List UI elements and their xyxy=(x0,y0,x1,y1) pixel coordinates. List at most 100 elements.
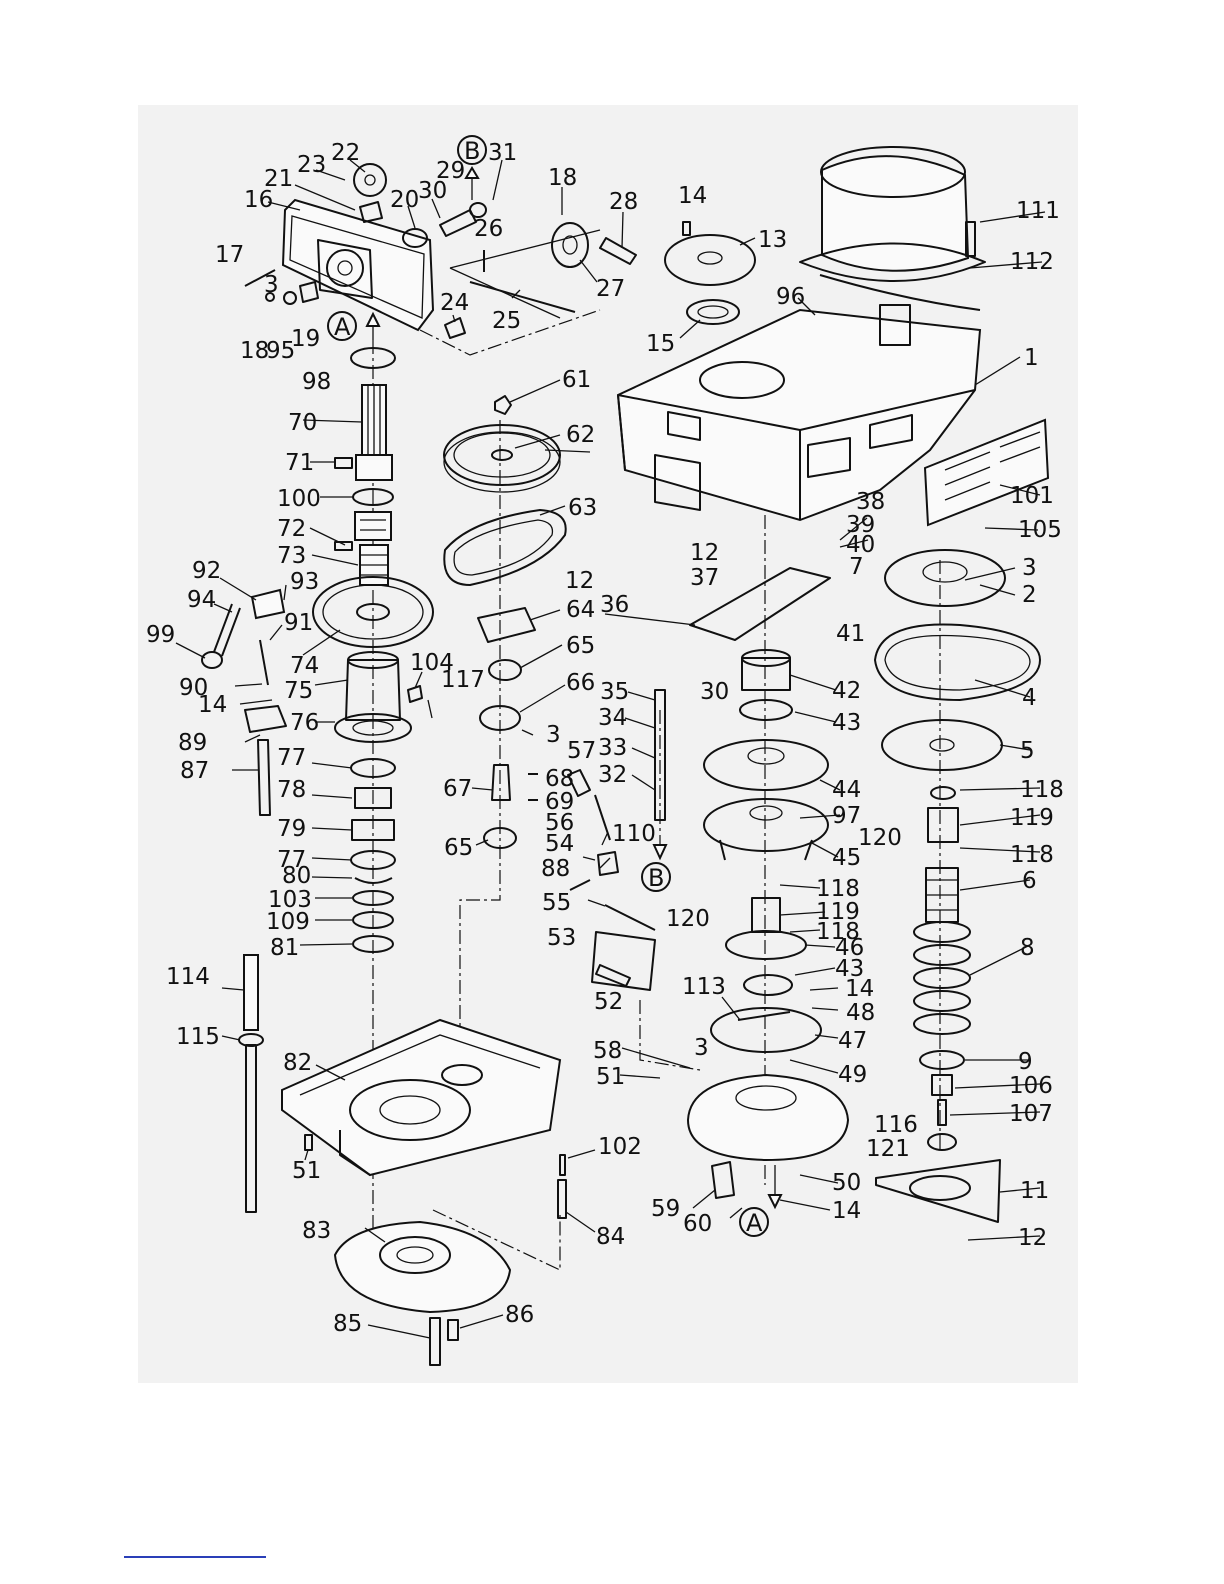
callout-59: 59 xyxy=(651,1196,680,1222)
callout-103: 103 xyxy=(268,887,312,913)
drawing-background xyxy=(138,105,1078,1383)
callout-37: 37 xyxy=(690,565,719,591)
callout-56: 56 xyxy=(545,810,574,836)
plate-13-bearing-15 xyxy=(664,221,756,325)
callout-39: 39 xyxy=(846,512,875,538)
callout-34: 34 xyxy=(598,705,627,731)
callout-35: 35 xyxy=(600,679,629,705)
spring-8 xyxy=(875,921,1001,1223)
callout-65: 65 xyxy=(444,835,473,861)
footer-rule xyxy=(124,1556,266,1558)
callout-95: 95 xyxy=(266,338,295,364)
callout-83: 83 xyxy=(302,1218,331,1244)
callout-1: 1 xyxy=(1024,345,1039,371)
middle-pulley-column xyxy=(443,395,567,849)
callout-30: 30 xyxy=(700,679,729,705)
callout-3: 3 xyxy=(694,1035,709,1061)
callout-12: 12 xyxy=(1018,1225,1047,1251)
callout-14: 14 xyxy=(832,1198,861,1224)
callout-42: 42 xyxy=(832,678,861,704)
callout-74: 74 xyxy=(290,653,319,679)
callout-48: 48 xyxy=(846,1000,875,1026)
callout-118: 118 xyxy=(816,876,860,902)
callout-16: 16 xyxy=(244,187,273,213)
callout-119: 119 xyxy=(1010,805,1054,831)
callout-120: 120 xyxy=(666,906,710,932)
callout-9: 9 xyxy=(1018,1049,1033,1075)
callout-17: 17 xyxy=(215,242,244,268)
callout-43: 43 xyxy=(832,710,861,736)
motor xyxy=(799,146,986,346)
callout-46: 46 xyxy=(835,935,864,961)
callout-49: 49 xyxy=(838,1062,867,1088)
callout-117: 117 xyxy=(441,667,485,693)
callout-79: 79 xyxy=(277,816,306,842)
callout-60: 60 xyxy=(683,1211,712,1237)
callout-118: 118 xyxy=(1010,842,1054,868)
callout-36: 36 xyxy=(600,592,629,618)
callout-61: 61 xyxy=(562,367,591,393)
callout-3: 3 xyxy=(264,272,279,298)
callout-6: 6 xyxy=(1022,868,1037,894)
callout-87: 87 xyxy=(180,758,209,784)
callout-70: 70 xyxy=(288,410,317,436)
callout-18: 18 xyxy=(548,165,577,191)
callout-19: 19 xyxy=(291,326,320,352)
callout-43: 43 xyxy=(835,956,864,982)
callout-92: 92 xyxy=(192,558,221,584)
callout-64: 64 xyxy=(566,597,595,623)
callout-52: 52 xyxy=(594,989,623,1015)
callout-22: 22 xyxy=(331,140,360,166)
gear-22 xyxy=(353,163,387,223)
callout-118: 118 xyxy=(1020,777,1064,803)
leader-lines xyxy=(175,159,1046,1339)
callout-115: 115 xyxy=(176,1024,220,1050)
callout-85: 85 xyxy=(333,1311,362,1337)
callout-7: 7 xyxy=(849,554,864,580)
callout-14: 14 xyxy=(198,692,227,718)
callout-4: 4 xyxy=(1022,685,1037,711)
callout-102: 102 xyxy=(598,1134,642,1160)
callout-93: 93 xyxy=(290,569,319,595)
callout-68: 68 xyxy=(545,766,574,792)
callout-21: 21 xyxy=(264,166,293,192)
base-plate-82 xyxy=(281,1018,562,1177)
callout-109: 109 xyxy=(266,909,310,935)
reference-letter-a-top: A xyxy=(334,313,351,341)
callout-101: 101 xyxy=(1010,483,1054,509)
callout-20: 20 xyxy=(390,187,419,213)
callout-94: 94 xyxy=(187,587,216,613)
callout-58: 58 xyxy=(593,1038,622,1064)
spindle-stack xyxy=(312,347,434,953)
callout-90: 90 xyxy=(179,675,208,701)
callout-55: 55 xyxy=(542,890,571,916)
callout-31: 31 xyxy=(488,140,517,166)
callout-33: 33 xyxy=(598,735,627,761)
rack-114-115 xyxy=(238,954,264,1213)
shifter-52-57 xyxy=(567,689,671,991)
callout-51: 51 xyxy=(596,1064,625,1090)
callout-5: 5 xyxy=(1020,738,1035,764)
callout-11: 11 xyxy=(1020,1178,1049,1204)
lever-92-99 xyxy=(201,588,423,816)
callout-30: 30 xyxy=(418,178,447,204)
callout-72: 72 xyxy=(277,516,306,542)
callout-25: 25 xyxy=(492,308,521,334)
quill-column xyxy=(686,567,850,1237)
reference-letters: A B B A xyxy=(334,137,763,1237)
callout-18: 18 xyxy=(240,338,269,364)
callout-120: 120 xyxy=(858,825,902,851)
callout-77: 77 xyxy=(277,847,306,873)
callout-14: 14 xyxy=(678,183,707,209)
callout-107: 107 xyxy=(1009,1101,1053,1127)
gearbox-cover xyxy=(281,198,435,332)
callout-41: 41 xyxy=(836,621,865,647)
callout-28: 28 xyxy=(609,189,638,215)
callout-86: 86 xyxy=(505,1302,534,1328)
callout-80: 80 xyxy=(282,863,311,889)
callout-44: 44 xyxy=(832,777,861,803)
screw-84-102 xyxy=(557,1154,567,1219)
callout-13: 13 xyxy=(758,227,787,253)
callout-106: 106 xyxy=(1009,1073,1053,1099)
